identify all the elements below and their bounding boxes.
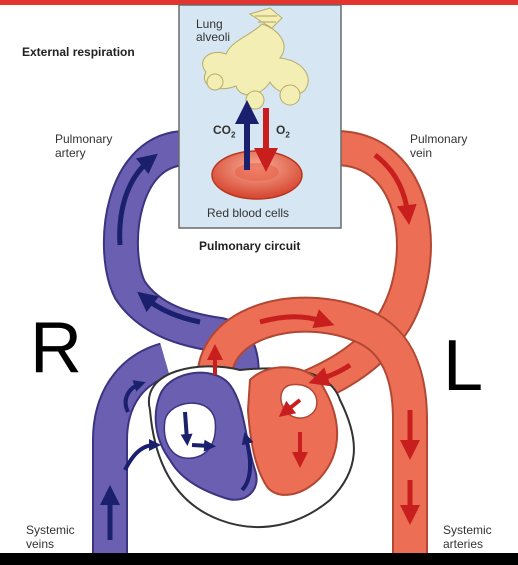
pulmonary-artery-line-1: Pulmonary <box>55 132 112 146</box>
o2-text: O <box>276 123 285 137</box>
external-respiration-label: External respiration <box>22 45 135 59</box>
co2-text: CO <box>213 123 231 137</box>
pulmonary-artery-line-2: artery <box>55 146 112 160</box>
o2-label: O2 <box>276 124 290 141</box>
lung-alveoli-label: Lung alveoli <box>196 18 230 44</box>
pulmonary-circuit-label: Pulmonary circuit <box>199 239 300 253</box>
systemic-arteries-label: Systemic arteries <box>443 523 492 551</box>
systemic-veins-line-2: veins <box>26 537 75 551</box>
pulmonary-vein-label: Pulmonary vein <box>410 132 467 160</box>
co2-subscript: 2 <box>231 130 235 139</box>
systemic-arteries-line-1: Systemic <box>443 523 492 537</box>
bottom-border <box>0 553 518 565</box>
right-side-letter: R <box>30 312 82 384</box>
pulmonary-vein-line-1: Pulmonary <box>410 132 467 146</box>
lung-alveoli-line-2: alveoli <box>196 31 230 44</box>
systemic-arteries-line-2: arteries <box>443 537 492 551</box>
pulmonary-vein-line-2: vein <box>410 146 467 160</box>
systemic-veins-label: Systemic veins <box>26 523 75 551</box>
systemic-veins-line-1: Systemic <box>26 523 75 537</box>
co2-label: CO2 <box>213 124 235 141</box>
left-side-letter: L <box>443 330 483 402</box>
o2-subscript: 2 <box>285 130 289 139</box>
red-blood-cells-label: Red blood cells <box>207 207 289 220</box>
pulmonary-artery-label: Pulmonary artery <box>55 132 112 160</box>
